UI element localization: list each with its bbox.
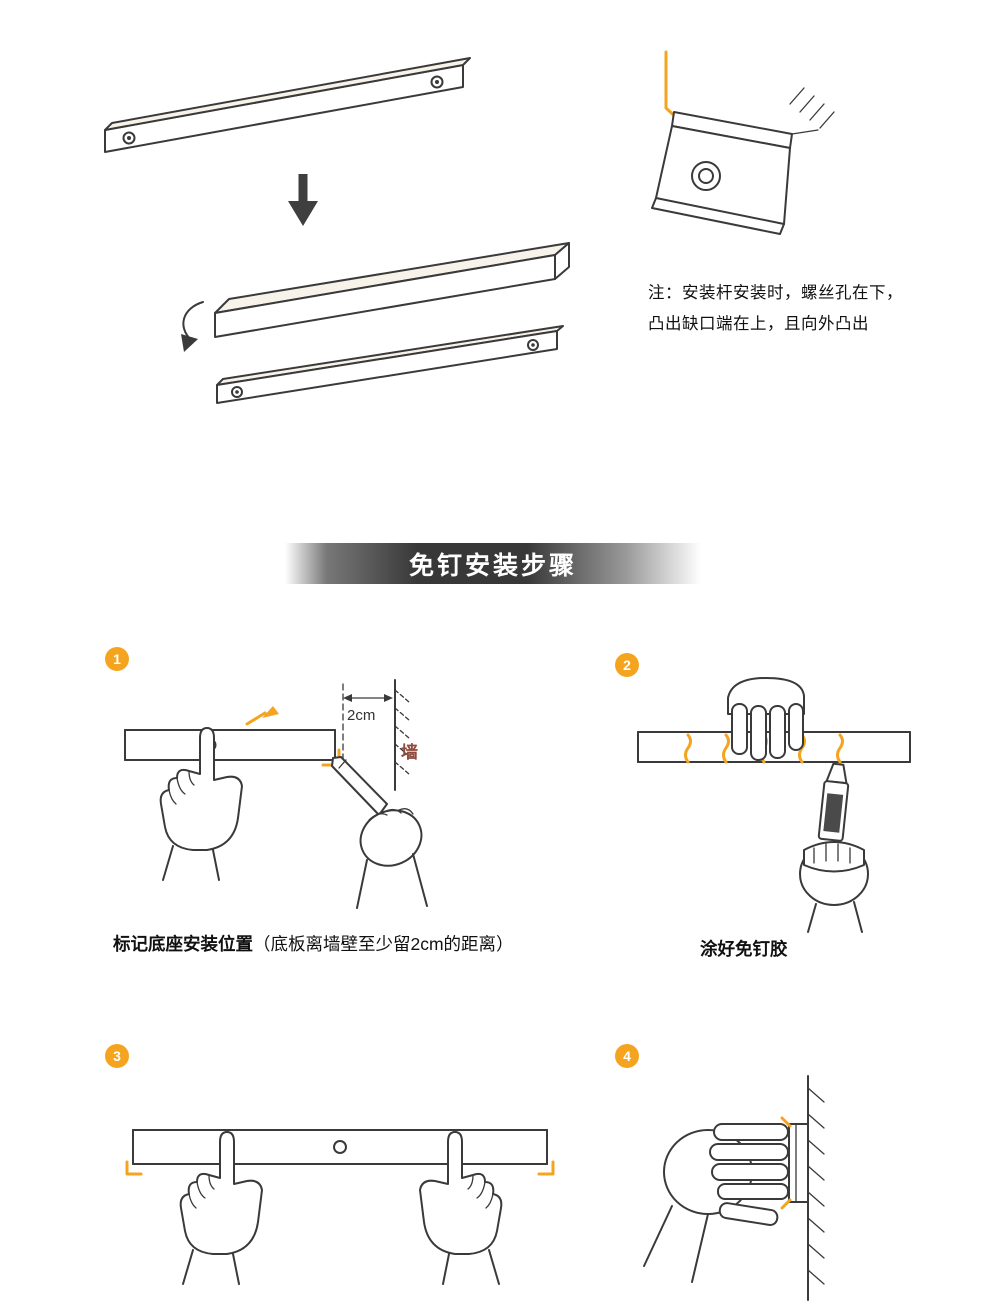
step-2-caption: 涂好免钉胶: [700, 936, 788, 961]
rail-top-view: [104, 57, 471, 153]
rail-assembly-illustration: [104, 57, 570, 404]
rail-profile-detail: [651, 50, 835, 235]
distance-dimension: 2cm: [343, 694, 393, 724]
step-2-badge: 2: [615, 653, 639, 677]
rotate-arrow-icon: [181, 301, 204, 352]
step-1-caption-rest: （底板离墙壁至少留2cm的距离）: [253, 934, 514, 954]
pointing-hand-left: [179, 1131, 263, 1285]
pressing-hand: [643, 1123, 789, 1283]
highlight-line: [664, 50, 682, 123]
step-1-caption-bold: 标记底座安装位置: [113, 934, 253, 954]
note-line-1: 注：安装杆安装时，螺丝孔在下，: [648, 284, 903, 302]
step-1-badge: 1: [105, 647, 129, 671]
step-2-illustration: [637, 677, 911, 933]
rail: [132, 1129, 548, 1165]
step-1-caption: 标记底座安装位置（底板离墙壁至少留2cm的距离）: [113, 931, 514, 956]
rail: [124, 729, 336, 761]
pointing-hand-right: [419, 1131, 503, 1285]
section-banner: 免钉安装步骤: [285, 543, 701, 584]
profile-drawing: [651, 87, 835, 235]
step-1-illustration: 2cm 墙: [124, 679, 428, 909]
installation-note: 注：安装杆安装时，螺丝孔在下， 凸出缺口端在上，且向外凸出: [648, 278, 903, 340]
hand-holding-tube: [799, 841, 869, 933]
rail-base-view: [216, 325, 564, 404]
mounted-rail-side: [788, 1123, 809, 1203]
hand-over-rail: [727, 677, 805, 761]
step-4-illustration: [643, 1075, 825, 1301]
step-4-badge: 4: [615, 1044, 639, 1068]
corner-marks: [780, 1116, 792, 1210]
distance-label: 2cm: [347, 707, 375, 724]
corner-mark-right: [537, 1160, 555, 1176]
wall-label: 墙: [401, 742, 418, 762]
pointing-hand: [159, 727, 243, 881]
section-banner-title: 免钉安装步骤: [408, 551, 577, 580]
wall: [807, 1075, 825, 1301]
glue-tube: [817, 762, 850, 842]
step-3-badge: 3: [105, 1044, 129, 1068]
mark-arrow-icon: [245, 706, 279, 726]
rail-flipped-view: [181, 242, 570, 352]
step-3-illustration: [125, 1129, 555, 1285]
note-line-2: 凸出缺口端在上，且向外凸出: [648, 315, 869, 333]
step-2-caption-bold: 涂好免钉胶: [700, 939, 788, 959]
down-arrow-icon: [288, 174, 318, 226]
corner-mark-left: [125, 1160, 143, 1176]
wall: 墙: [394, 679, 418, 791]
hand-with-marker: [331, 756, 428, 909]
